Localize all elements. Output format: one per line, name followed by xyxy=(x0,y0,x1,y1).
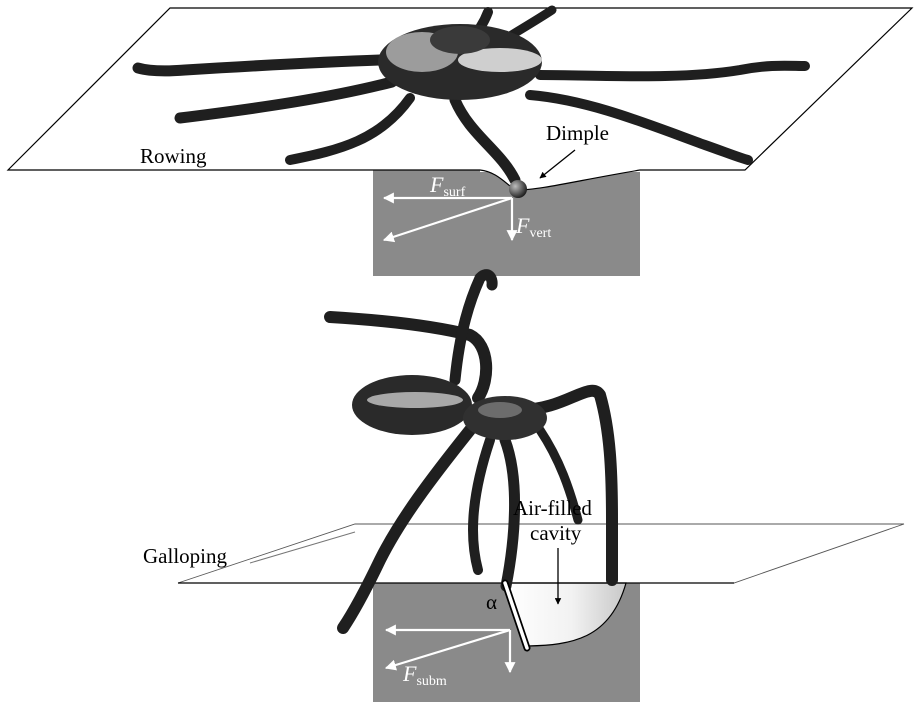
galloping-panel: Galloping Air-filled cavity α Fsubm xyxy=(143,275,904,702)
water-block-rowing xyxy=(373,170,640,276)
rowing-panel: Rowing Dimple Fsurf Fvert xyxy=(8,8,912,276)
dimple-label: Dimple xyxy=(546,121,609,145)
rowing-label: Rowing xyxy=(140,144,207,168)
galloping-label: Galloping xyxy=(143,544,227,568)
cavity-label-line2: cavity xyxy=(530,521,582,545)
cavity-label-line1: Air-filled xyxy=(513,496,592,520)
angle-label: α xyxy=(486,590,497,614)
spider-galloping-body xyxy=(352,375,547,440)
leg-tip-ball xyxy=(509,180,527,198)
spider-rowing-body xyxy=(378,24,542,100)
